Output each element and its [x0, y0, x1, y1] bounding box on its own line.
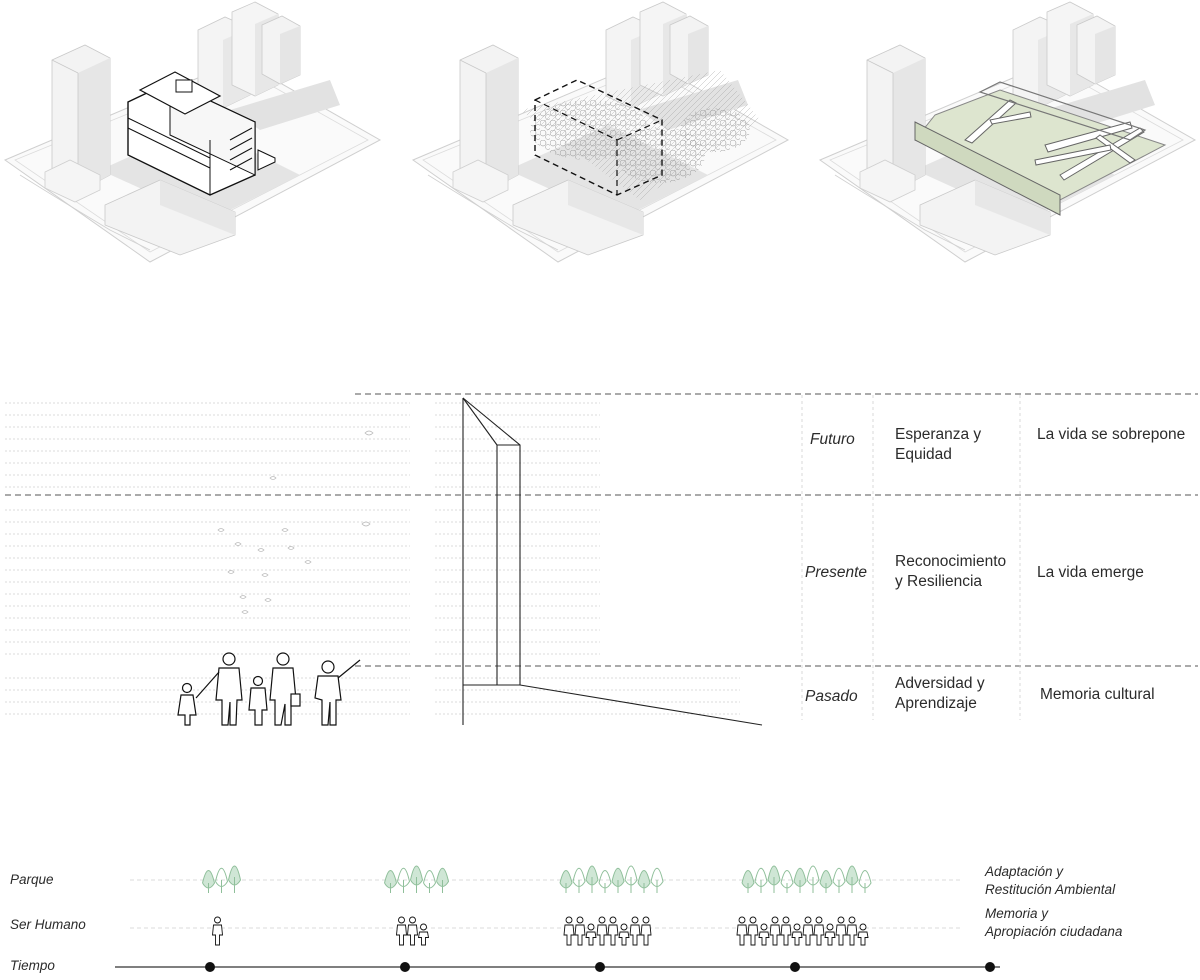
plant-icon: [755, 868, 767, 893]
person-icon: [814, 917, 824, 945]
time-stage-dot: [205, 962, 215, 972]
person-icon: [564, 917, 574, 945]
plant-icon: [573, 868, 585, 893]
row-label-tiempo: Tiempo: [10, 958, 55, 973]
plant-icon: [638, 871, 650, 894]
person-icon: [619, 924, 629, 945]
plant-icon: [612, 868, 624, 893]
plant-icon: [398, 868, 410, 893]
caption-parque: Adaptación y Restitución Ambiental: [985, 863, 1115, 899]
person-icon: [408, 917, 418, 945]
plant-icon: [229, 866, 241, 893]
life-pasado: Memoria cultural: [1040, 685, 1155, 705]
plant-icon: [742, 871, 754, 894]
person-icon: [641, 917, 651, 945]
plant-icon: [625, 866, 637, 893]
caption-ser-humano: Memoria y Apropiación ciudadana: [985, 905, 1122, 941]
plant-icon: [820, 871, 832, 894]
row-label-ser-humano: Ser Humano: [10, 917, 86, 932]
person-icon: [836, 917, 846, 945]
plant-icon: [807, 866, 819, 893]
person-icon: [597, 917, 607, 945]
plant-icon: [216, 868, 228, 893]
time-stage-dot: [790, 962, 800, 972]
person-icon: [825, 924, 835, 945]
time-stage-dot: [985, 962, 995, 972]
plant-icon: [833, 868, 845, 893]
person-icon: [586, 924, 596, 945]
person-icon: [630, 917, 640, 945]
plant-icon: [411, 866, 423, 893]
person-icon: [803, 917, 813, 945]
plant-icon: [424, 871, 436, 894]
plant-icon: [794, 868, 806, 893]
era-pasado: Pasado: [805, 687, 858, 707]
monument-section: [463, 398, 762, 725]
concept-futuro: Esperanza y Equidad: [895, 425, 981, 465]
person-icon: [781, 917, 791, 945]
person-icon: [419, 924, 429, 945]
plant-icon: [586, 866, 598, 893]
row-label-parque: Parque: [10, 872, 54, 887]
person-icon: [858, 924, 868, 945]
person-icon: [759, 924, 769, 945]
time-stage-dot: [595, 962, 605, 972]
person-icon: [608, 917, 618, 945]
people-groups: [213, 917, 869, 945]
person-icon: [748, 917, 758, 945]
plant-icon: [385, 871, 397, 894]
plant-icon: [599, 871, 611, 894]
plant-icon: [846, 866, 858, 893]
life-futuro: La vida se sobrepone: [1037, 425, 1185, 445]
era-futuro: Futuro: [810, 430, 855, 450]
plant-icon: [768, 866, 780, 893]
person-icon: [213, 917, 223, 945]
plant-icon: [651, 868, 663, 893]
concept-pasado: Adversidad y Aprendizaje: [895, 674, 985, 714]
plant-icon: [437, 868, 449, 893]
park-vegetation: [203, 866, 872, 893]
person-icon: [792, 924, 802, 945]
time-stage-dot: [400, 962, 410, 972]
era-presente: Presente: [805, 563, 867, 583]
life-presente: La vida emerge: [1037, 563, 1144, 583]
plant-icon: [560, 871, 572, 894]
era-dividers: [5, 394, 1198, 666]
hatched-background: [5, 403, 740, 714]
plant-icon: [203, 871, 215, 894]
person-icon: [575, 917, 585, 945]
person-icon: [397, 917, 407, 945]
person-icon: [770, 917, 780, 945]
person-icon: [847, 917, 857, 945]
plant-icon: [859, 871, 871, 894]
timeline-guides: [130, 880, 960, 928]
concept-presente: Reconocimiento y Resiliencia: [895, 552, 1006, 592]
person-icon: [737, 917, 747, 945]
plant-icon: [781, 871, 793, 894]
